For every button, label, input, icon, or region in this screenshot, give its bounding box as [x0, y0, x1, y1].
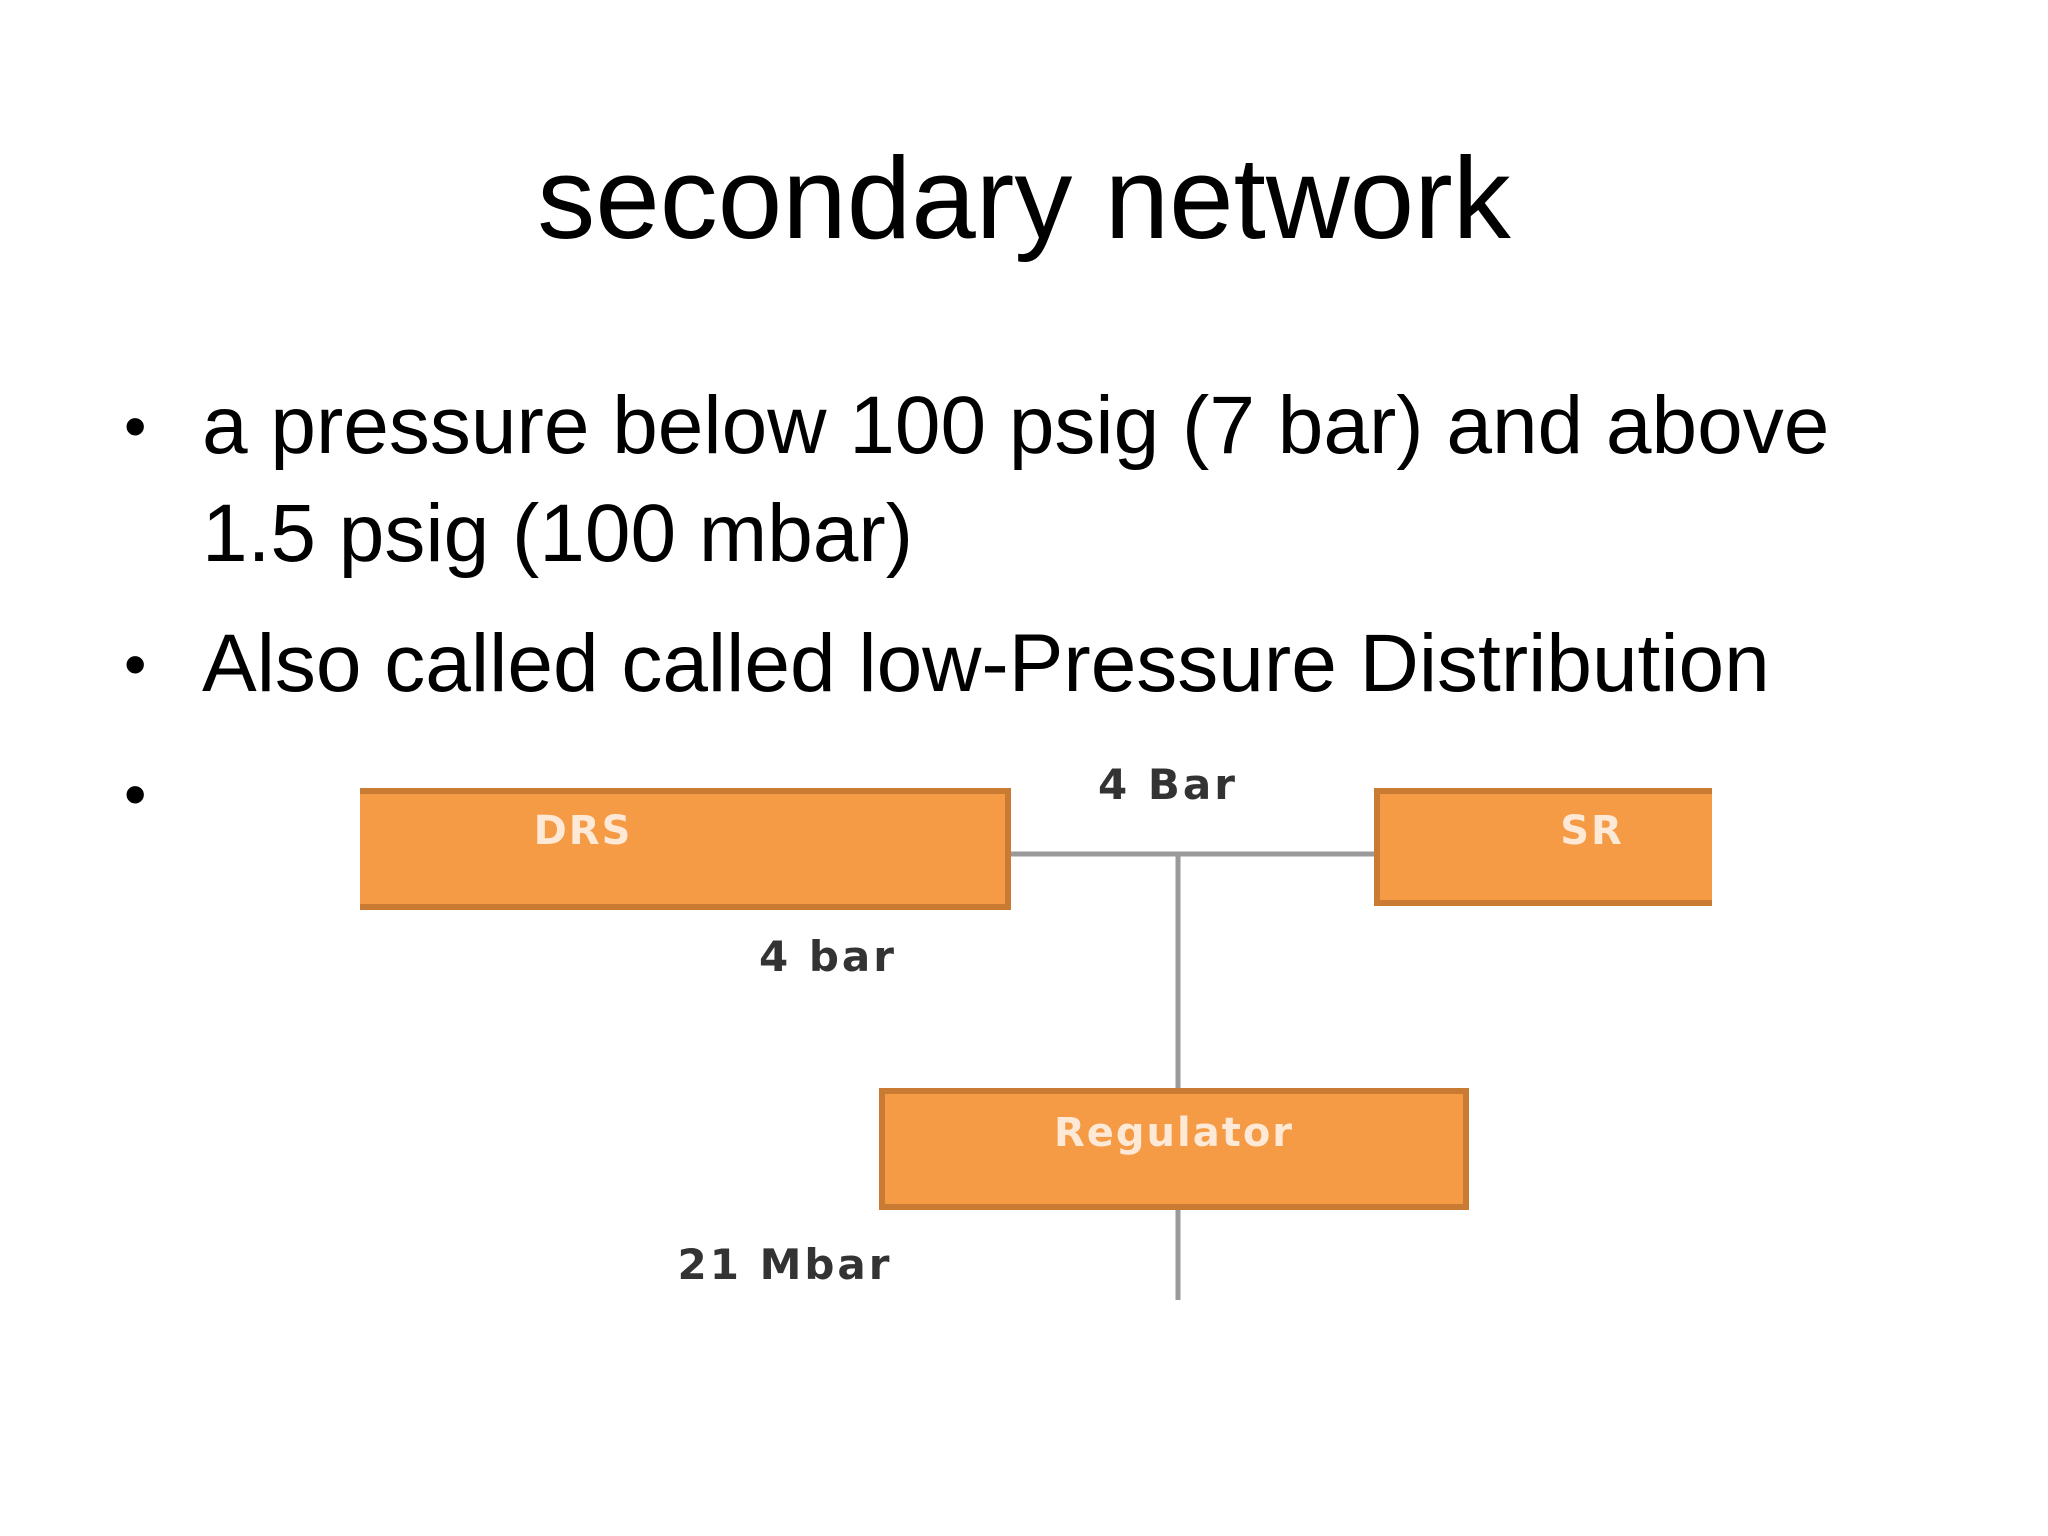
bullet-text: a pressure below 100 psig (7 bar) and ab… [202, 380, 1830, 579]
drs-node: DRS [360, 788, 1011, 910]
sr-label: SR [1560, 808, 1624, 854]
bullet-dot: • [124, 758, 147, 830]
pressure-label-mid: 4 bar [759, 932, 897, 981]
sr-node: SR [1374, 788, 1712, 906]
regulator-box [879, 1088, 1469, 1210]
slide-title: secondary network [537, 133, 1511, 263]
bullet-list: • a pressure below 100 psig (7 bar) and … [120, 372, 1960, 830]
bullet-dot: • [124, 390, 147, 462]
bullet-dot: • [124, 628, 147, 700]
bullet-also-called: • Also called called low-Pressure Distri… [120, 610, 1960, 718]
bullet-text: Also called called low-Pressure Distribu… [202, 618, 1770, 709]
pressure-label-bottom: 21 Mbar [678, 1240, 893, 1289]
regulator-node: Regulator [879, 1088, 1469, 1210]
drs-label: DRS [534, 808, 633, 854]
bullet-pressure-range: • a pressure below 100 psig (7 bar) and … [120, 372, 1960, 588]
network-diagram: DRS SR Regulator 4 Bar 4 bar 21 Mbar [360, 750, 1712, 1310]
network-diagram-svg: DRS SR Regulator 4 Bar 4 bar 21 Mbar [360, 760, 1712, 1300]
pressure-label-top: 4 Bar [1098, 760, 1238, 809]
sr-box [1374, 788, 1712, 906]
drs-box [360, 788, 1011, 910]
regulator-label: Regulator [1054, 1110, 1294, 1156]
